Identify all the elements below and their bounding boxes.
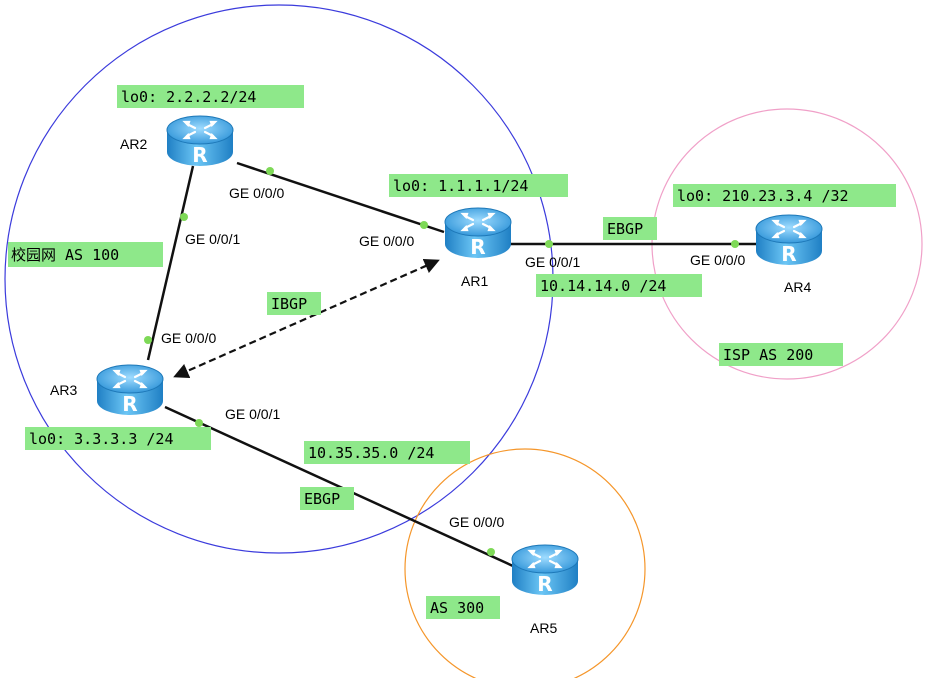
interface-dot xyxy=(195,419,203,427)
interface-label-ar3-ge000: GE 0/0/0 xyxy=(161,330,216,346)
router-ar2[interactable]: AR2 xyxy=(120,114,235,169)
router-ar5[interactable]: AR5 xyxy=(510,543,580,636)
router-ar1[interactable]: AR1 xyxy=(443,206,513,289)
router-label: AR5 xyxy=(530,620,557,636)
interface-dot xyxy=(731,240,739,248)
ebgp-ar1-ar4-text: EBGP xyxy=(607,220,643,238)
subnet-ar1-ar4-text: 10.14.14.0 /24 xyxy=(540,277,666,295)
router-label: AR4 xyxy=(784,279,811,295)
ibgp-session-arrow xyxy=(173,258,440,379)
loopback-tag-ar2: lo0: 2.2.2.2/24 xyxy=(117,85,304,108)
router-ar4[interactable]: AR4 xyxy=(754,213,824,295)
interface-dot xyxy=(487,548,495,556)
interface-dot xyxy=(420,221,428,229)
subnet-ar3-ar5-text: 10.35.35.0 /24 xyxy=(308,444,434,462)
interface-label-ar3-ge001: GE 0/0/1 xyxy=(225,406,280,422)
router-label: AR1 xyxy=(461,273,488,289)
loopback-tag-ar4: lo0: 210.23.3.4 /32 xyxy=(673,184,896,207)
router-icon xyxy=(443,206,513,261)
loopback-tag-ar1: lo0: 1.1.1.1/24 xyxy=(389,174,568,197)
area-isp-text: ISP AS 200 xyxy=(723,346,813,364)
area-campus-text: 校园网 AS 100 xyxy=(11,246,119,264)
interface-label-ar1-ge001: GE 0/0/1 xyxy=(525,254,580,270)
link-ar3-ar5 xyxy=(164,405,514,568)
link-ar2-ar3 xyxy=(146,165,195,361)
area-tag-as300: AS 300 xyxy=(426,596,500,619)
router-icon xyxy=(754,213,824,268)
router-icon xyxy=(510,543,580,598)
ebgp-ar3-ar5-text: EBGP xyxy=(304,490,340,508)
interface-dot xyxy=(266,167,274,175)
ibgp-text: IBGP xyxy=(271,295,307,313)
interface-dot xyxy=(545,240,553,248)
as300-boundary xyxy=(404,448,646,678)
subnet-tag-ar3-ar5: 10.35.35.0 /24 xyxy=(304,441,470,464)
router-ar3[interactable]: AR3 xyxy=(50,363,165,418)
area-tag-isp: ISP AS 200 xyxy=(719,343,843,366)
interface-label-ar4-ge000: GE 0/0/0 xyxy=(690,252,745,268)
interface-dot xyxy=(144,336,152,344)
interface-dot xyxy=(180,213,188,221)
router-label: AR2 xyxy=(120,136,147,152)
interface-label-ar2-ge000: GE 0/0/0 xyxy=(229,185,284,201)
interface-label-ar1-ge000: GE 0/0/0 xyxy=(359,233,414,249)
interface-label-ar2-ge001: GE 0/0/1 xyxy=(185,231,240,247)
loopback-tag-ar3: lo0: 3.3.3.3 /24 xyxy=(25,427,211,450)
area-as300-text: AS 300 xyxy=(430,599,484,617)
loopback-ar3-text: lo0: 3.3.3.3 /24 xyxy=(29,430,174,448)
ebgp-tag-ar1-ar4: EBGP xyxy=(603,217,657,240)
loopback-ar2-text: lo0: 2.2.2.2/24 xyxy=(121,88,256,106)
ibgp-tag: IBGP xyxy=(267,292,321,315)
loopback-ar4-text: lo0: 210.23.3.4 /32 xyxy=(677,187,849,205)
area-tag-campus: 校园网 AS 100 xyxy=(8,242,163,267)
router-icon xyxy=(95,363,165,418)
ebgp-tag-ar3-ar5: EBGP xyxy=(300,487,354,510)
subnet-tag-ar1-ar4: 10.14.14.0 /24 xyxy=(536,274,702,297)
loopback-ar1-text: lo0: 1.1.1.1/24 xyxy=(393,177,528,195)
router-label: AR3 xyxy=(50,382,77,398)
interface-label-ar5-ge000: GE 0/0/0 xyxy=(449,514,504,530)
router-icon xyxy=(165,114,235,169)
